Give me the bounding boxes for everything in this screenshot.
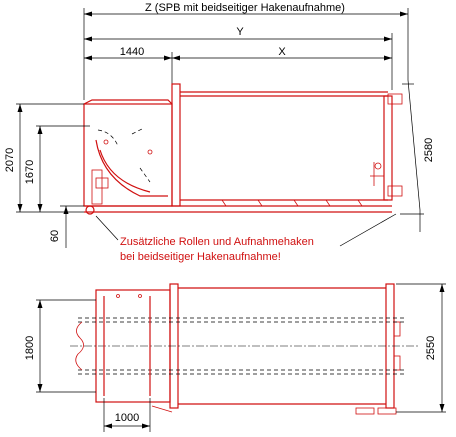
dimension-x: X <box>172 46 392 61</box>
dimension-1800-label: 1800 <box>24 336 36 360</box>
note-line1: Zusätzliche Rollen und Aufnahmehaken <box>120 236 314 248</box>
dimension-2580: 2580 <box>400 79 435 232</box>
dimension-2580-label: 2580 <box>423 138 435 162</box>
dimension-x-label: X <box>278 46 286 58</box>
dimension-1440-label: 1440 <box>120 46 144 58</box>
note-line2: bei beidseitiger Hakenaufnahme! <box>120 251 281 263</box>
dimension-60-label: 60 <box>49 230 61 242</box>
dimension-z: Z (SPB mit beidseitiger Hakenaufnahme) <box>83 2 409 100</box>
dimension-2070-label: 2070 <box>4 148 16 172</box>
dimension-y-label: Y <box>236 26 244 38</box>
plan-view <box>36 283 446 415</box>
dimension-1440: 1440 <box>84 46 173 84</box>
dimension-2550-label: 2550 <box>425 336 437 360</box>
side-view <box>16 83 403 215</box>
dimension-y: Y <box>84 26 393 90</box>
dimension-1000: 1000 <box>103 398 151 432</box>
dimension-2070: 2070 <box>4 104 23 212</box>
dimension-1670-label: 1670 <box>24 160 36 184</box>
dimension-z-label: Z (SPB mit beidseitiger Hakenaufnahme) <box>145 2 345 14</box>
dimension-1800: 1800 <box>24 300 43 392</box>
dimension-2550: 2550 <box>425 284 445 412</box>
dimension-1000-label: 1000 <box>115 412 139 424</box>
dimension-60: 60 <box>49 206 69 248</box>
dimension-1670: 1670 <box>24 126 43 212</box>
note: Zusätzliche Rollen und Aufnahmehaken bei… <box>95 213 397 263</box>
